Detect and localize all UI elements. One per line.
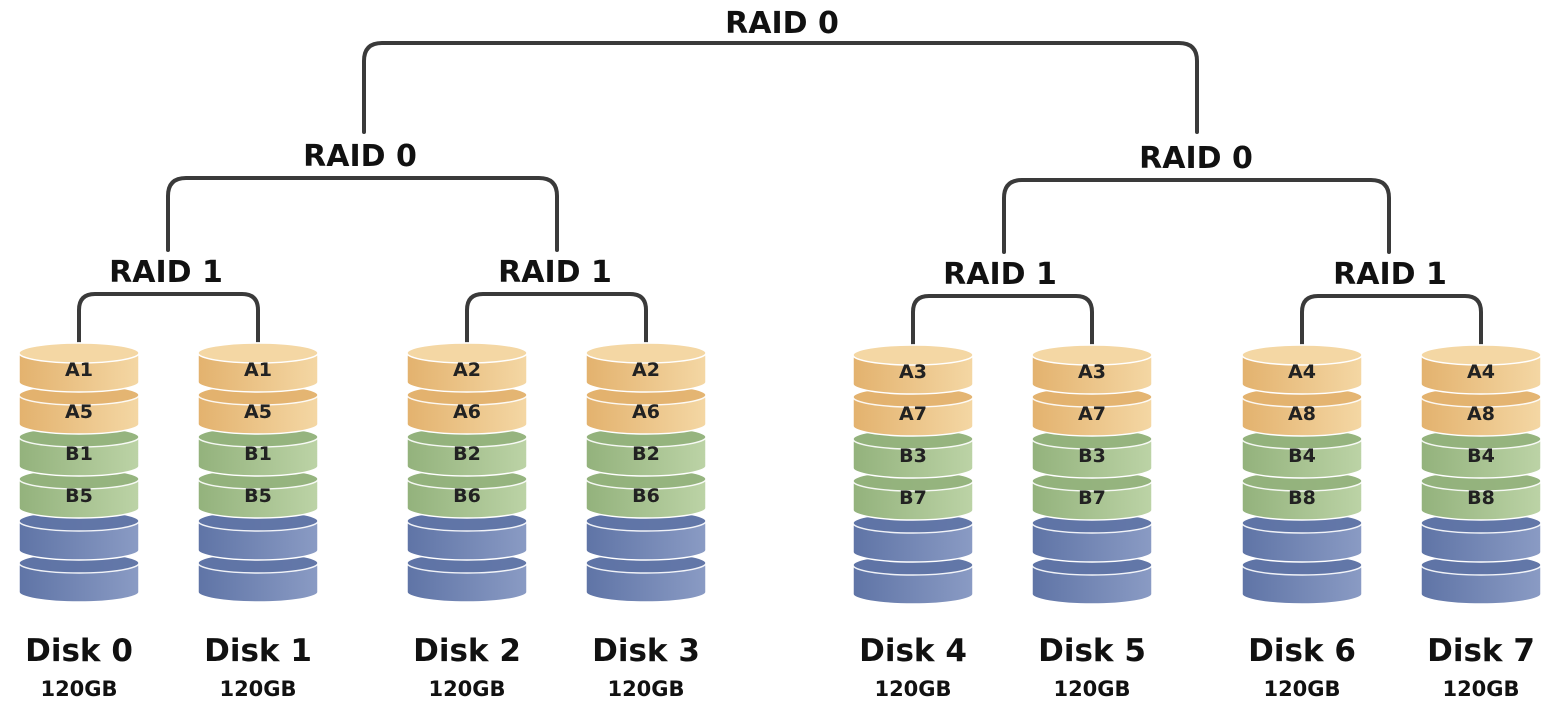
segment-label: B8 [1467, 487, 1495, 509]
disk-segment [18, 552, 140, 603]
disk-capacity: 120GB [428, 677, 505, 701]
mirror-raid-label-3: RAID 1 [943, 257, 1057, 292]
disk-capacity: 120GB [874, 677, 951, 701]
disk-name: Disk 7 [1427, 633, 1535, 669]
mirror-raid-label-1: RAID 1 [109, 255, 223, 290]
segment-label: A6 [632, 401, 660, 423]
connector-mirror-1 [77, 292, 260, 354]
segment-label: B6 [453, 485, 481, 507]
disk-segment: B1 [197, 426, 319, 477]
disk-segment: A4 [1420, 344, 1542, 395]
disk-segment: B5 [18, 468, 140, 519]
disk-capacity: 120GB [607, 677, 684, 701]
disk-segment: A2 [585, 342, 707, 393]
connector-lines [77, 41, 1483, 356]
raid-labels: RAID 0 RAID 0 RAID 0 RAID 1 RAID 1 RAID … [109, 6, 1447, 292]
disk-name: Disk 4 [859, 633, 967, 669]
segment-label: A7 [899, 403, 927, 425]
segment-label: A1 [65, 359, 93, 381]
disk-segment: A1 [197, 342, 319, 393]
mirror-raid-label-4: RAID 1 [1333, 257, 1447, 292]
segment-label: A5 [65, 401, 93, 423]
disk-name: Disk 0 [25, 633, 133, 669]
mid-raid-label-left: RAID 0 [303, 139, 417, 174]
segment-label: B4 [1288, 445, 1316, 467]
disk-segment: A4 [1241, 344, 1363, 395]
mirror-raid-label-2: RAID 1 [498, 255, 612, 290]
segment-label: B3 [1078, 445, 1106, 467]
disk-segment: A3 [852, 344, 974, 395]
segment-label: A1 [244, 359, 272, 381]
connector-mid-right [1002, 178, 1391, 254]
disk-name: Disk 6 [1248, 633, 1356, 669]
mid-raid-label-right: RAID 0 [1139, 141, 1253, 176]
segment-label: A4 [1288, 361, 1316, 383]
disk-capacity: 120GB [1442, 677, 1519, 701]
disk-segment: B6 [585, 468, 707, 519]
disk-capacity: 120GB [1263, 677, 1340, 701]
connector-top [362, 41, 1199, 134]
segment-label: B4 [1467, 445, 1495, 467]
disk-name: Disk 3 [592, 633, 700, 669]
segment-label: A8 [1288, 403, 1316, 425]
top-raid-label: RAID 0 [725, 6, 839, 41]
segment-label: B6 [632, 485, 660, 507]
segment-label: A7 [1078, 403, 1106, 425]
segment-label: A4 [1467, 361, 1495, 383]
connector-mirror-4 [1300, 294, 1483, 356]
segment-label: B1 [244, 443, 272, 465]
connector-mirror-3 [911, 294, 1094, 356]
disk-capacity: 120GB [40, 677, 117, 701]
segment-label: A3 [1078, 361, 1106, 383]
segment-label: A2 [453, 359, 481, 381]
segment-label: B7 [899, 487, 927, 509]
disk-segment [585, 510, 707, 561]
segment-label: B2 [632, 443, 660, 465]
disk-segment: B2 [585, 426, 707, 477]
disk-segment: A3 [1031, 344, 1153, 395]
segment-label: B5 [244, 485, 272, 507]
segment-label: A6 [453, 401, 481, 423]
segment-label: B3 [899, 445, 927, 467]
disk-name: Disk 2 [413, 633, 521, 669]
disk-segment: A1 [18, 342, 140, 393]
segment-label: B8 [1288, 487, 1316, 509]
segment-label: A2 [632, 359, 660, 381]
segment-label: A5 [244, 401, 272, 423]
segment-label: A3 [899, 361, 927, 383]
segment-label: B2 [453, 443, 481, 465]
segment-label: B1 [65, 443, 93, 465]
disk-name: Disk 1 [204, 633, 312, 669]
disk-name: Disk 5 [1038, 633, 1146, 669]
disk-capacity: 120GB [219, 677, 296, 701]
segment-label: B7 [1078, 487, 1106, 509]
disk-segment: A2 [406, 342, 528, 393]
disk-segment: B6 [406, 468, 528, 519]
connector-mid-left [166, 176, 559, 252]
segment-label: B5 [65, 485, 93, 507]
disk-capacity: 120GB [1053, 677, 1130, 701]
segment-label: A8 [1467, 403, 1495, 425]
connector-mirror-2 [465, 292, 648, 354]
